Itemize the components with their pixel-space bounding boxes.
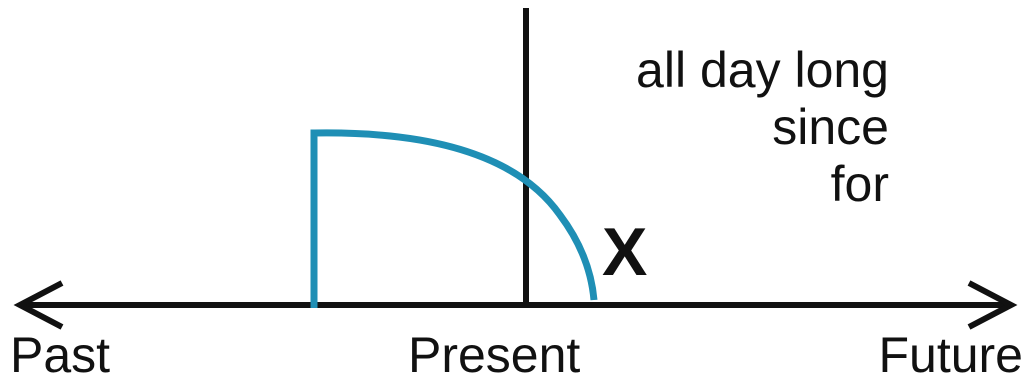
future-label: Future bbox=[878, 327, 1023, 383]
present-label: Present bbox=[408, 327, 581, 383]
endpoint-x-marker: X bbox=[602, 214, 648, 290]
duration-curve bbox=[310, 129, 598, 308]
word-all-day-long: all day long bbox=[636, 42, 889, 98]
past-arrowhead bbox=[13, 280, 64, 330]
word-for: for bbox=[830, 156, 889, 212]
past-label: Past bbox=[10, 327, 111, 383]
time-expression-list: all day long since for bbox=[636, 42, 889, 213]
word-since: since bbox=[772, 99, 889, 155]
future-arrowhead bbox=[967, 280, 1018, 330]
